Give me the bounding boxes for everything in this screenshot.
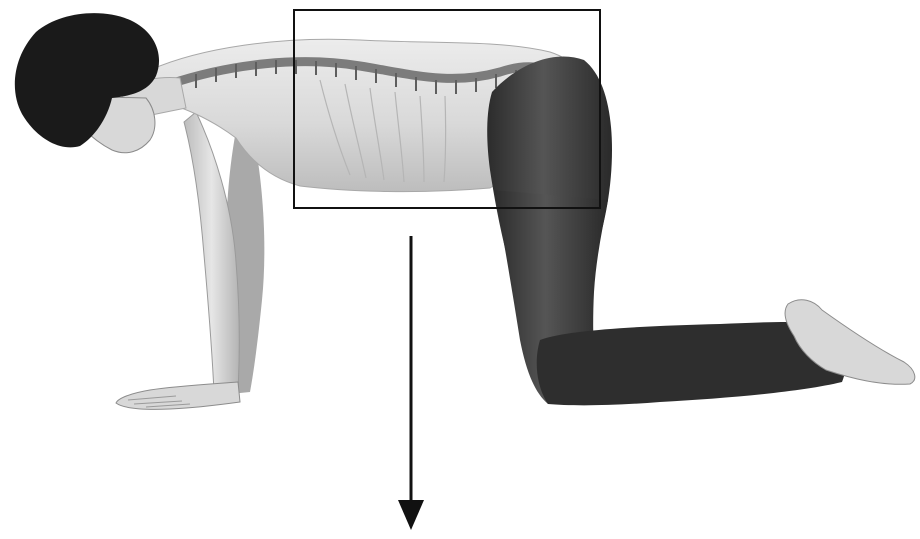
arrow-head bbox=[398, 500, 424, 530]
near-arm bbox=[184, 112, 239, 392]
